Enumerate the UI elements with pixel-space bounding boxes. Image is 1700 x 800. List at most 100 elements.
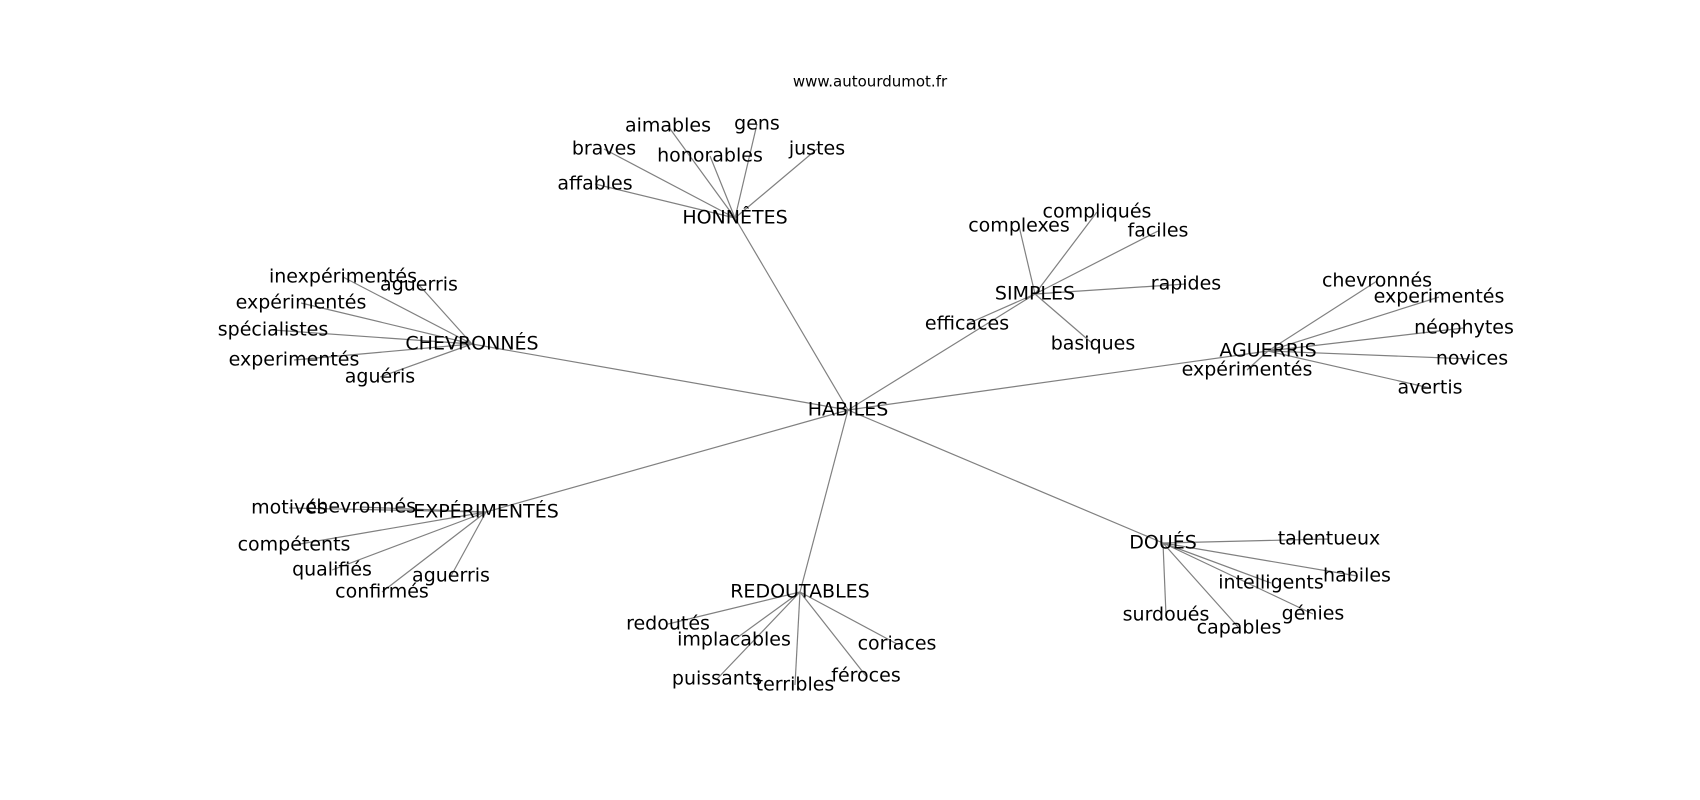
leaf-node[interactable]: néophytes [1414,317,1514,339]
leaf-node[interactable]: gens [734,113,780,135]
hub-node[interactable]: DOUÉS [1129,531,1197,554]
edge-center-hub [847,409,1164,544]
edge-hub-leaf [1267,296,1440,352]
leaf-node[interactable]: affables [557,173,632,195]
leaf-node[interactable]: aimables [625,115,711,137]
leaf-node[interactable]: talentueux [1278,528,1381,550]
edge-hub-leaf [1034,283,1187,295]
leaf-node[interactable]: spécialistes [218,319,329,341]
edge-hub-leaf [293,343,473,361]
edge-hub-leaf [1267,327,1465,352]
leaf-node[interactable]: experimentés [1374,286,1505,308]
edge-hub-leaf [1246,350,1269,371]
edge-center-hub [847,350,1269,411]
edge-hub-leaf [1267,350,1473,360]
leaf-node[interactable]: surdoués [1123,604,1210,626]
leaf-node[interactable]: chevronnés [306,496,416,518]
edge-hub-leaf [799,591,898,645]
leaf-node[interactable]: habiles [1323,565,1391,587]
leaf-node[interactable]: braves [572,138,636,160]
edge-hub-leaf [379,343,473,378]
leaf-node[interactable]: efficaces [925,313,1009,335]
edge-hub-leaf [716,591,801,680]
edge-hub-leaf [603,148,736,219]
edge-center-hub [471,343,849,411]
edge-hub-leaf [1162,542,1272,584]
leaf-node[interactable]: compétents [238,534,351,556]
graph-labels: HABILES HONNÊTES aimables gens braves honorab… [218,113,1514,696]
edge-hub-leaf [1034,293,1094,345]
edge-hub-leaf [1162,538,1330,544]
hub-node[interactable]: CHEVRONNÉS [405,332,538,355]
edge-hub-leaf [734,123,758,219]
edge-hub-leaf [360,506,487,513]
edge-hub-leaf [450,511,487,577]
leaf-node[interactable]: avertis [1397,377,1462,399]
edge-hub-leaf [1034,230,1159,295]
leaf-node[interactable]: capables [1197,617,1282,639]
edge-hub-leaf [1267,350,1431,389]
edge-hub-leaf [1018,225,1036,295]
edge-hub-leaf [331,511,487,571]
edge-hub-leaf [667,125,736,219]
graph-edges [272,123,1473,686]
hub-node[interactable]: REDOUTABLES [730,581,870,603]
leaf-node[interactable]: redoutés [626,613,710,635]
edge-hub-leaf [799,591,867,677]
leaf-node[interactable]: faciles [1128,220,1189,242]
leaf-node[interactable]: novices [1436,348,1508,370]
leaf-node[interactable]: basiques [1051,333,1136,355]
edge-hub-leaf [1267,280,1378,352]
edge-hub-leaf [300,302,473,345]
leaf-node[interactable]: honorables [657,145,763,167]
leaf-node[interactable]: motivés [251,497,327,519]
leaf-node[interactable]: féroces [831,665,900,687]
leaf-node[interactable]: chevronnés [1322,270,1432,292]
edge-hub-leaf [418,284,473,345]
hub-node[interactable]: EXPÉRIMENTÉS [413,500,559,523]
leaf-node[interactable]: aguerris [412,565,490,587]
leaf-node[interactable]: expérimentés [1182,359,1313,381]
leaf-node[interactable]: compliqués [1043,201,1152,223]
center-node[interactable]: HABILES [808,399,889,421]
leaf-node[interactable]: génies [1282,603,1345,625]
edge-hub-leaf [1162,542,1167,616]
edge-center-hub [847,293,1036,411]
leaf-node[interactable]: aguerris [380,274,458,296]
edge-hub-leaf [1162,542,1314,615]
edge-hub-leaf [381,511,487,593]
leaf-node[interactable]: qualifiés [292,559,372,581]
edge-hub-leaf [594,183,736,219]
leaf-node[interactable]: expérimentés [236,292,367,314]
edge-center-hub [485,409,849,513]
leaf-node[interactable]: inexpérimentés [269,266,417,288]
edge-hub-leaf [1034,211,1098,295]
edge-hub-leaf [1162,542,1358,577]
leaf-node[interactable]: rapides [1151,273,1221,295]
edge-hub-leaf [709,155,736,219]
leaf-node[interactable]: justes [788,138,845,160]
leaf-node[interactable]: complexes [968,215,1070,237]
leaf-node[interactable]: aguéris [345,366,415,388]
leaf-node[interactable]: experimentés [229,349,360,371]
hub-node[interactable]: SIMPLES [995,283,1075,305]
hub-node[interactable]: HONNÊTES [682,206,787,229]
hub-node[interactable]: AGUERRIS [1219,340,1316,362]
leaf-node[interactable]: puissants [672,668,762,690]
leaf-node[interactable]: intelligents [1218,572,1323,594]
edge-hub-leaf [1162,542,1240,629]
edge-center-hub [799,409,849,593]
edge-hub-leaf [734,148,818,219]
edge-hub-leaf [966,293,1036,325]
edge-hub-leaf [293,511,487,546]
edge-hub-leaf [733,591,801,641]
leaf-node[interactable]: confirmés [335,581,429,603]
leaf-node[interactable]: terribles [756,674,835,696]
edge-hub-leaf [272,329,473,345]
edge-center-hub [734,217,849,411]
leaf-node[interactable]: coriaces [858,633,937,655]
edge-hub-leaf [342,276,473,345]
leaf-node[interactable]: implacables [677,629,791,651]
edge-hub-leaf [794,591,801,686]
